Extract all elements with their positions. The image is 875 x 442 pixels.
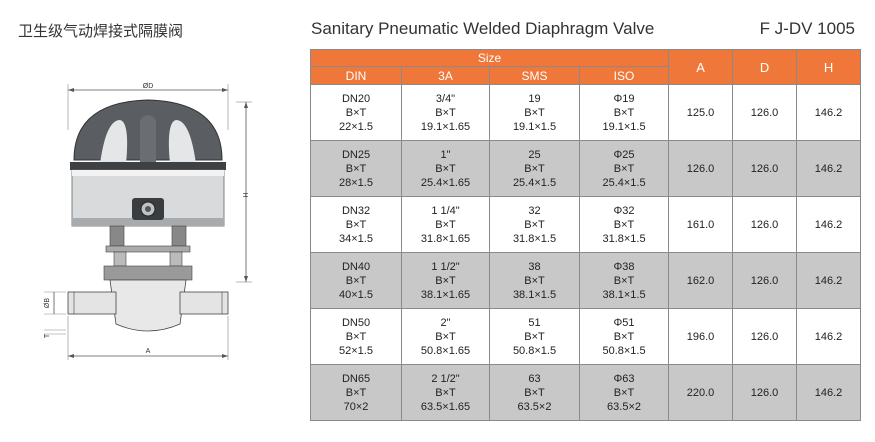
chinese-title: 卫生级气动焊接式隔膜阀: [18, 22, 184, 40]
cell-d: 126.0: [732, 84, 798, 141]
col-header-h: H: [796, 49, 862, 85]
cell-d: 126.0: [732, 196, 798, 253]
col-header-3a: 3A: [401, 66, 490, 85]
cell-h: 146.2: [796, 196, 862, 253]
size-header: Size: [309, 49, 670, 67]
col-header-d: D: [732, 49, 798, 85]
cell-a: 220.0: [668, 364, 734, 421]
cell-a: 161.0: [668, 196, 734, 253]
col-header-sms: SMS: [489, 66, 580, 85]
col-header-a: A: [668, 49, 734, 85]
cell-h: 146.2: [796, 308, 862, 365]
cell-h: 146.2: [796, 84, 862, 141]
valve-drawing: ØD H ØB T A: [44, 83, 252, 360]
label-t: T: [44, 333, 51, 338]
cell-a: 126.0: [668, 140, 734, 197]
product-code: F J-DV 1005: [759, 19, 855, 38]
cell-a: 125.0: [668, 84, 734, 141]
cell-d: 126.0: [732, 252, 798, 309]
col-header-din: DIN: [310, 66, 402, 85]
english-title: Sanitary Pneumatic Welded Diaphragm Valv…: [311, 19, 655, 38]
label-h: H: [241, 192, 248, 197]
cell-d: 126.0: [732, 140, 798, 197]
cell-d: 126.0: [732, 364, 798, 421]
col-header-iso: ISO: [578, 66, 670, 85]
cell-h: 146.2: [796, 140, 862, 197]
cell-d: 126.0: [732, 308, 798, 365]
cell-h: 146.2: [796, 364, 862, 421]
label-od: ØD: [143, 83, 154, 90]
label-ob: ØB: [44, 298, 51, 308]
cell-a: 196.0: [668, 308, 734, 365]
cell-a: 162.0: [668, 252, 734, 309]
cell-h: 146.2: [796, 252, 862, 309]
label-a: A: [146, 348, 151, 355]
